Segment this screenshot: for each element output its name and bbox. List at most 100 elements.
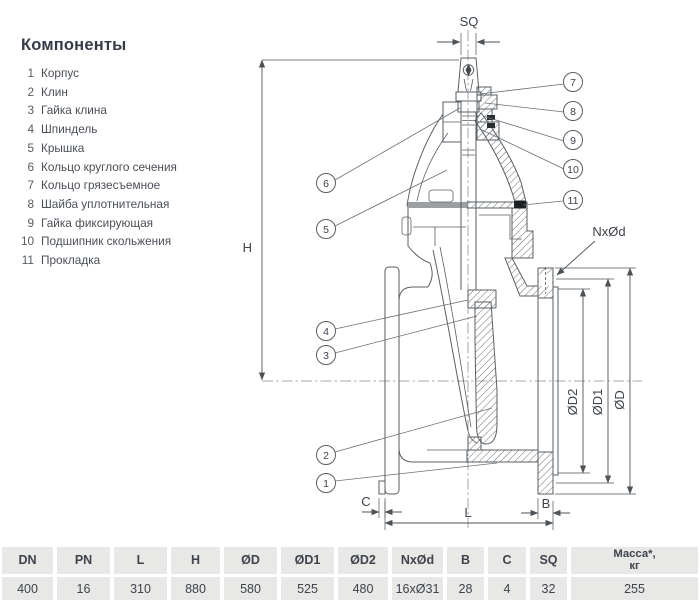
column-value: 880 xyxy=(171,577,220,600)
callout-9: 9 xyxy=(563,130,583,150)
callout-10: 10 xyxy=(563,159,583,179)
component-item: 3 Гайка клина xyxy=(21,101,236,120)
column-header: C xyxy=(488,547,526,574)
svg-text:2: 2 xyxy=(323,450,329,462)
component-label: Подшипник скольжения xyxy=(41,234,172,249)
callout-5: 5 xyxy=(316,219,336,239)
bolt-hole xyxy=(539,267,552,294)
svg-text:9: 9 xyxy=(570,135,576,147)
dim-label-l: L xyxy=(464,505,471,520)
dimension-labels: SQ H NxØd ØD2 ØD1 ØD C L B xyxy=(243,14,627,520)
column-header: B xyxy=(447,547,484,574)
component-item: 8 Шайба уплотнительная xyxy=(21,195,236,214)
column-value: 16 xyxy=(57,577,110,600)
component-label: Гайка клина xyxy=(41,103,107,118)
svg-text:3: 3 xyxy=(323,350,329,362)
column-value: 310 xyxy=(114,577,167,600)
table-column-sq: SQ 32 xyxy=(530,547,567,600)
column-header: DN xyxy=(2,547,53,574)
table-column-mass: Масса*, кг 255 xyxy=(571,547,698,600)
component-label: Корпус xyxy=(41,66,80,80)
component-item: 5 Крышка xyxy=(21,139,236,158)
dim-label-od1: ØD1 xyxy=(590,389,605,416)
valve-body-outline xyxy=(378,57,559,495)
component-label: Прокладка xyxy=(41,253,101,268)
component-number: 5 xyxy=(27,140,34,155)
column-header: ØD xyxy=(224,547,277,574)
column-value: 4 xyxy=(488,577,526,600)
callout-leaders xyxy=(334,83,565,482)
callout-3: 3 xyxy=(316,345,336,365)
component-number: 4 xyxy=(27,122,34,137)
dim-label-h: H xyxy=(243,240,252,255)
component-item: 2 Клин xyxy=(21,83,236,102)
column-value: 28 xyxy=(447,577,484,600)
component-number: 2 xyxy=(27,84,34,99)
components-title: Компоненты xyxy=(21,36,127,54)
svg-text:8: 8 xyxy=(570,106,576,118)
svg-text:7: 7 xyxy=(570,77,576,89)
component-number: 10 xyxy=(21,234,35,249)
dim-label-sq: SQ xyxy=(460,14,479,29)
table-column-b: B 28 xyxy=(447,547,484,600)
dim-label-b: B xyxy=(542,496,551,511)
section-hatching xyxy=(466,86,554,495)
column-value: 16xØ31 xyxy=(392,577,443,600)
component-item: 7 Кольцо грязесъемное xyxy=(21,176,236,195)
column-header: PN xyxy=(57,547,110,574)
callout-11: 11 xyxy=(563,190,583,210)
component-number: 1 xyxy=(27,66,34,80)
column-header: SQ xyxy=(530,547,567,574)
component-number: 8 xyxy=(27,196,34,211)
column-value: 480 xyxy=(338,577,388,600)
svg-text:5: 5 xyxy=(323,224,329,236)
callout-6: 6 xyxy=(316,173,336,193)
column-header: ØD2 xyxy=(338,547,388,574)
dim-label-od2: ØD2 xyxy=(565,389,580,416)
component-item: 9 Гайка фиксирующая xyxy=(21,214,236,233)
svg-text:11: 11 xyxy=(568,195,579,207)
dim-label-c: C xyxy=(361,494,370,509)
svg-text:1: 1 xyxy=(323,478,329,490)
column-header: Масса*, кг xyxy=(571,547,698,574)
valve-technical-drawing: SQ H NxØd ØD2 ØD1 ØD C L B 1 2 3 xyxy=(243,14,642,530)
component-number: 9 xyxy=(27,215,34,230)
gasket xyxy=(407,200,526,209)
svg-text:10: 10 xyxy=(567,164,579,176)
svg-text:6: 6 xyxy=(323,178,329,190)
component-item: 11 Прокладка xyxy=(21,251,236,270)
table-column-pn: PN 16 xyxy=(57,547,110,600)
component-number: 11 xyxy=(21,253,34,268)
component-label: Шпиндель xyxy=(41,122,98,137)
column-header: ØD1 xyxy=(281,547,334,574)
component-number: 3 xyxy=(27,103,34,118)
dim-label-od: ØD xyxy=(612,390,627,410)
component-label: Крышка xyxy=(41,140,85,155)
component-number: 6 xyxy=(27,159,34,174)
component-label: Гайка фиксирующая xyxy=(41,215,154,230)
callout-1: 1 xyxy=(316,473,336,493)
column-value: 255 xyxy=(571,577,698,600)
column-header: L xyxy=(114,547,167,574)
callout-4: 4 xyxy=(316,321,336,341)
component-label: Клин xyxy=(41,84,68,99)
callout-8: 8 xyxy=(563,101,583,121)
component-label: Кольцо грязесъемное xyxy=(41,178,161,193)
callout-7: 7 xyxy=(563,72,583,92)
component-item: 10 Подшипник скольжения xyxy=(21,232,236,251)
dim-label-nxod: NxØd xyxy=(592,224,625,239)
component-item: 4 Шпиндель xyxy=(21,120,236,139)
component-number: 7 xyxy=(27,178,34,193)
component-label: Шайба уплотнительная xyxy=(41,196,170,211)
table-column-l: L 310 xyxy=(114,547,167,600)
column-value: 32 xyxy=(530,577,567,600)
